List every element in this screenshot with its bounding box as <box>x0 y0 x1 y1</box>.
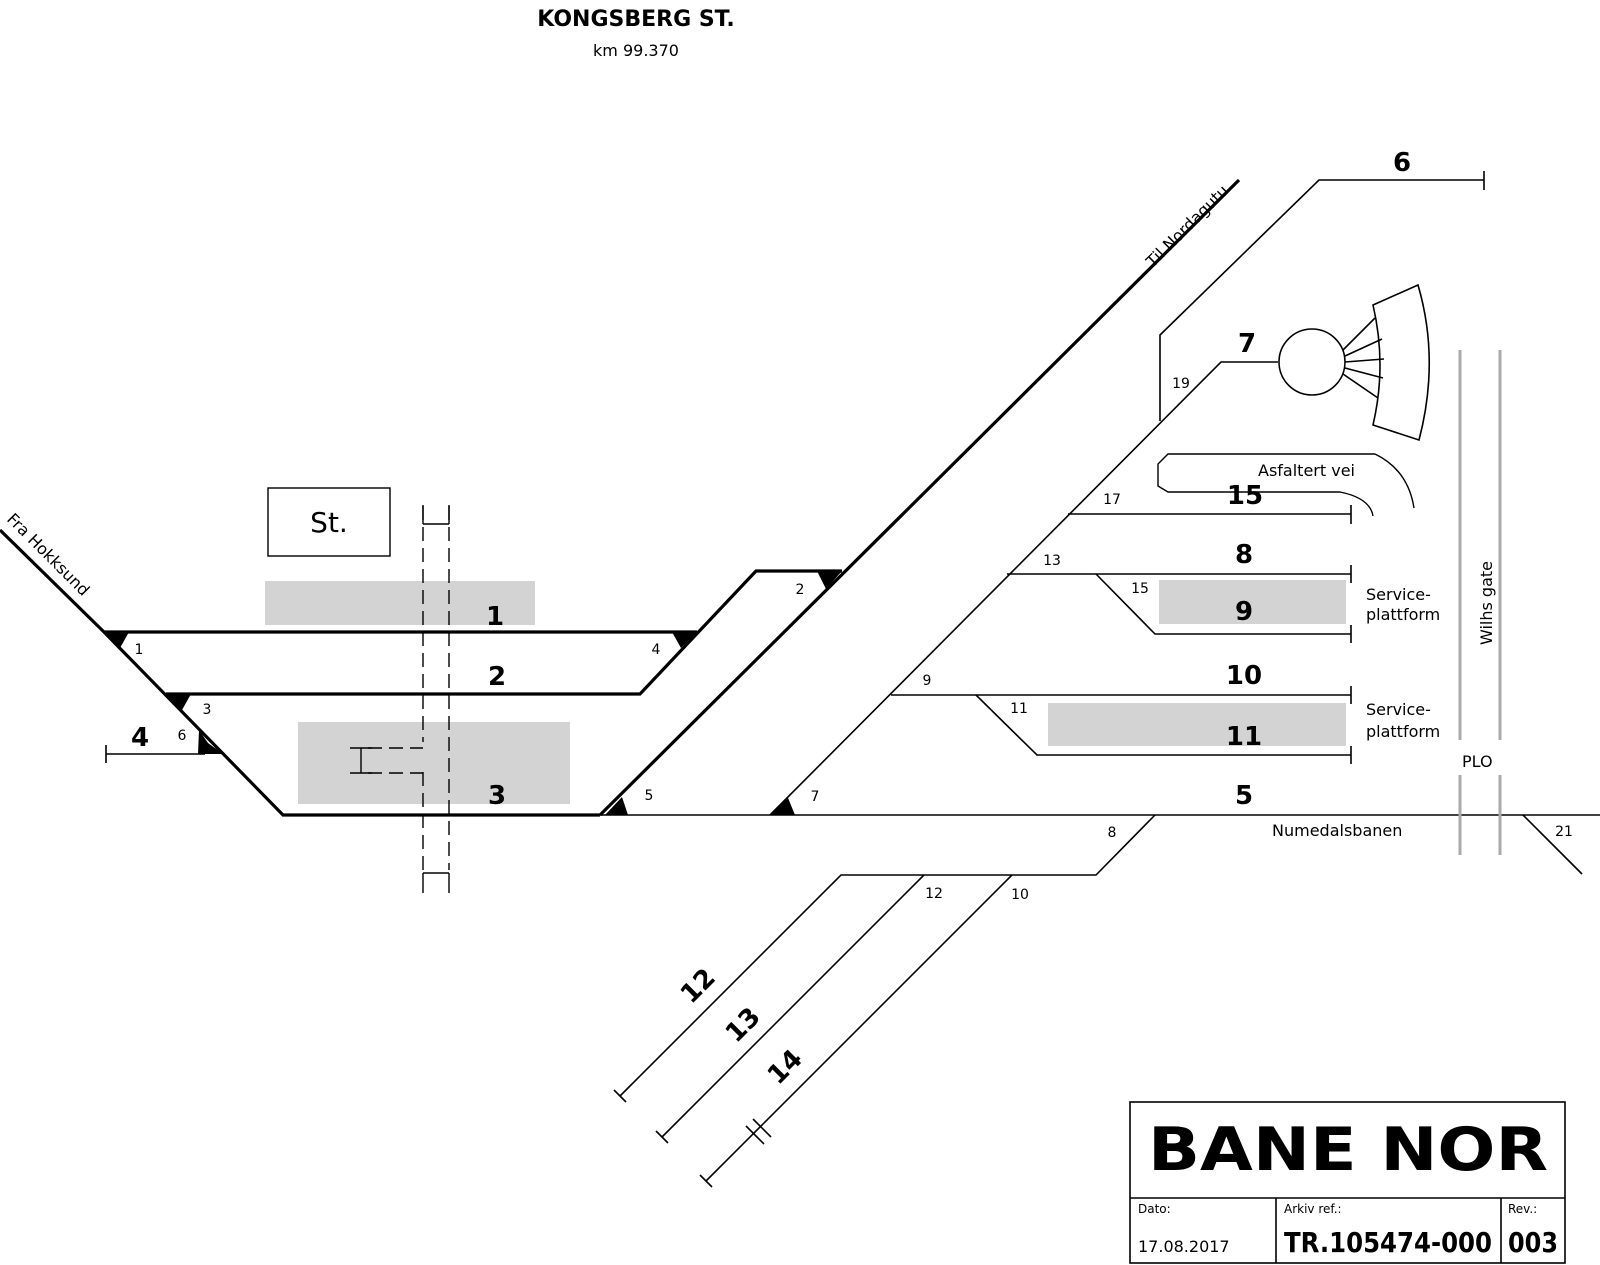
service-platform-2-line1: Service- <box>1366 700 1431 719</box>
wilhs-gate-road <box>1458 350 1502 855</box>
title-block: BANE NOR Dato: 17.08.2017 Arkiv ref.: TR… <box>1129 1101 1566 1264</box>
direction-branch: Numedalsbanen <box>1272 821 1402 840</box>
switch-label-17: 17 <box>1103 492 1121 508</box>
asphalt-road <box>1157 453 1415 517</box>
service-platform-1-line2: plattform <box>1366 605 1440 624</box>
switch-label-19: 19 <box>1172 376 1190 392</box>
track-label-5: 5 <box>1235 781 1253 811</box>
track-label-8: 8 <box>1235 540 1253 570</box>
diagram-title: KONGSBERG ST. <box>537 7 734 32</box>
main-lines <box>0 178 1241 817</box>
track-label-9: 9 <box>1235 597 1253 627</box>
pedestrian-underpass <box>350 505 450 893</box>
track-label-11: 11 <box>1226 722 1262 752</box>
diagram-subtitle: km 99.370 <box>593 41 679 60</box>
track-label-12: 12 <box>675 963 722 1010</box>
switch-label-13: 13 <box>1043 553 1061 569</box>
station-building <box>267 487 391 557</box>
date-label: Dato: <box>1138 1202 1171 1216</box>
switch-label-15: 15 <box>1131 581 1149 597</box>
station-label: St. <box>310 506 348 539</box>
service-platform-11 <box>1048 703 1346 746</box>
street-label: Wilhs gate <box>1477 561 1496 645</box>
track-label-14: 14 <box>762 1044 809 1091</box>
service-platform-9 <box>1159 580 1346 624</box>
platform-track-1 <box>265 581 535 625</box>
switch-label-3: 3 <box>203 702 212 718</box>
service-platform-2-line2: plattform <box>1366 722 1440 741</box>
switch-label-1: 1 <box>135 642 144 658</box>
direction-to: Til Nordagutu <box>1142 181 1232 271</box>
switch-markers <box>104 571 842 815</box>
switch-label-21: 21 <box>1555 824 1573 840</box>
side-tracks <box>105 171 1600 1188</box>
track-label-4: 4 <box>131 723 149 753</box>
plo-label: PLO <box>1462 752 1493 771</box>
switch-label-7: 7 <box>811 789 820 805</box>
arkiv-label: Arkiv ref.: <box>1284 1202 1342 1216</box>
bane-nor-logo: BANE NOR <box>1148 1115 1548 1185</box>
switch-label-10: 10 <box>1011 887 1029 903</box>
track-label-13: 13 <box>720 1002 767 1049</box>
switch-label-4: 4 <box>652 642 661 658</box>
turntable <box>1278 283 1431 442</box>
switch-label-8: 8 <box>1108 825 1117 841</box>
switch-label-9: 9 <box>923 673 932 689</box>
track-label-6: 6 <box>1393 148 1411 178</box>
track-label-3: 3 <box>488 781 506 811</box>
switch-label-2: 2 <box>796 582 805 598</box>
arkiv-value: TR.105474-000 <box>1284 1226 1492 1259</box>
switch-label-6: 6 <box>178 728 187 744</box>
direction-from: Fra Hokksund <box>3 509 93 599</box>
rev-label: Rev.: <box>1508 1202 1537 1216</box>
rev-value: 003 <box>1508 1226 1558 1259</box>
date-value: 17.08.2017 <box>1138 1237 1230 1256</box>
track-label-10: 10 <box>1226 661 1262 691</box>
service-platform-1-line1: Service- <box>1366 585 1431 604</box>
switch-label-5: 5 <box>645 788 654 804</box>
track-label-15: 15 <box>1227 481 1263 511</box>
platform-track-3 <box>298 722 570 804</box>
track-label-2: 2 <box>488 662 506 692</box>
track-label-7: 7 <box>1238 329 1256 359</box>
switch-label-12: 12 <box>925 886 943 902</box>
switch-label-11: 11 <box>1010 701 1028 717</box>
track-label-1: 1 <box>486 602 504 632</box>
road-label: Asfaltert vei <box>1258 461 1355 480</box>
